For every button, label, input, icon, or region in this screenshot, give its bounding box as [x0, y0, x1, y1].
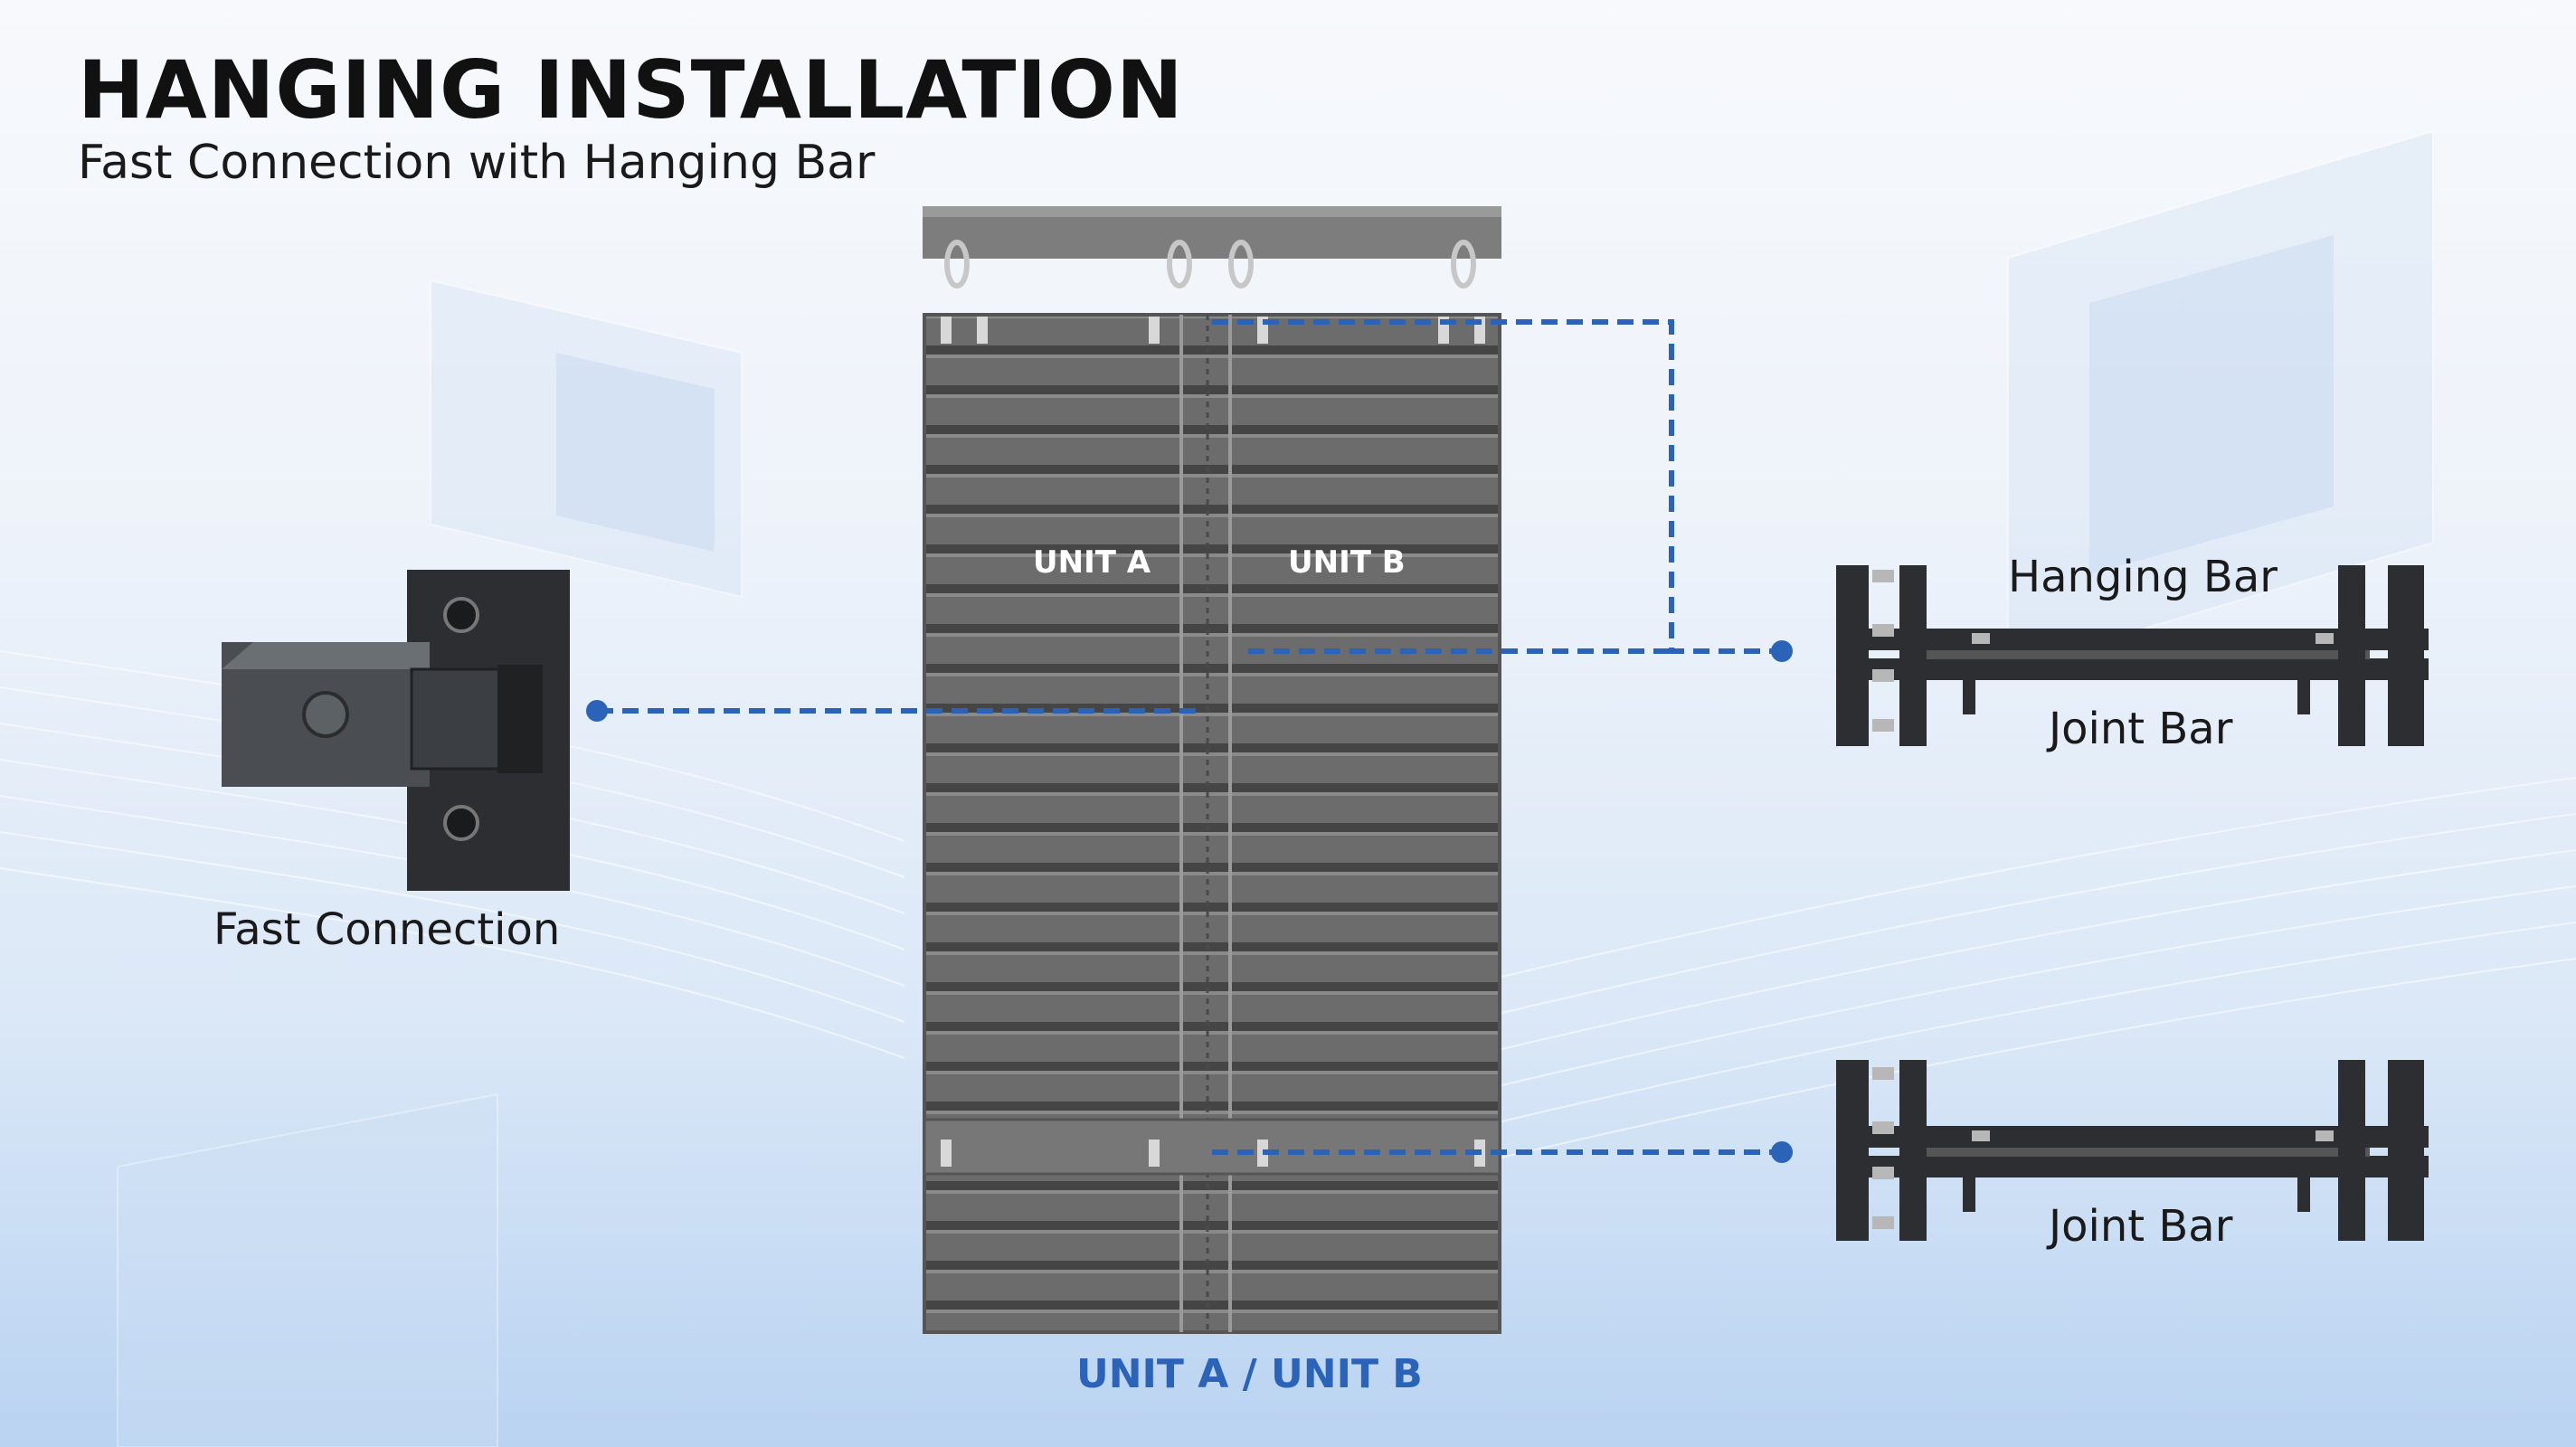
leader-hanging-bar [1212, 319, 1782, 654]
dot-joint-bar-bottom [1771, 1141, 1793, 1163]
unit-a-label: UNIT A [1033, 544, 1151, 581]
callout-dots [586, 640, 1793, 1163]
shackle-hooks [944, 240, 1476, 288]
hanging-bar-label: Hanging Bar [2008, 552, 2278, 602]
fast-connection-label: Fast Connection [213, 904, 561, 955]
unit-b-label: UNIT B [1288, 544, 1406, 581]
cabinet-body [923, 313, 1501, 1334]
callout-lines [597, 319, 1782, 1155]
page-subtitle: Fast Connection with Hanging Bar [78, 136, 876, 190]
unit-caption: UNIT A / UNIT B [1076, 1351, 1423, 1397]
hanging-bar-bracket [1836, 565, 2429, 746]
page-title: HANGING INSTALLATION [78, 43, 1184, 137]
led-cabinet-wall [923, 206, 1501, 1334]
joint-bar-top-label: Joint Bar [2049, 704, 2233, 754]
dot-hanging-bar [1771, 640, 1793, 662]
fast-connection-closeup [222, 570, 570, 891]
joint-bar-bottom-label: Joint Bar [2049, 1201, 2233, 1252]
joint-bar-bracket [1836, 1060, 2429, 1241]
dot-fast-connection [586, 700, 608, 722]
